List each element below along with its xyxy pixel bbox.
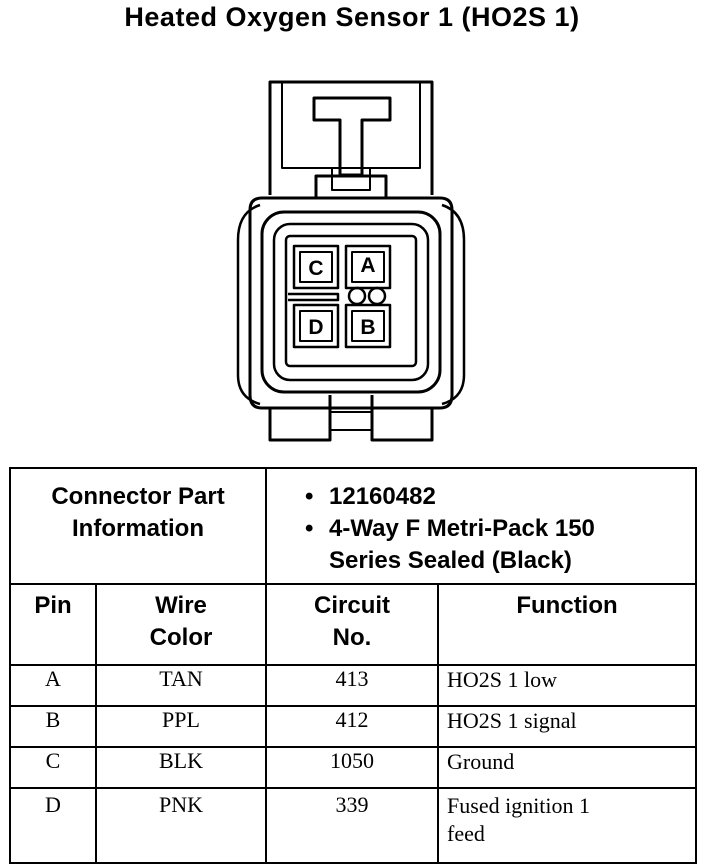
cavity-label-d: D: [308, 316, 323, 339]
function-cell: Fused ignition 1 feed: [437, 787, 698, 864]
circuit-cell: 1050: [265, 746, 440, 789]
circuit-cell: 339: [265, 787, 440, 864]
header-circuit: Circuit No.: [265, 583, 440, 666]
color-cell: BLK: [94, 746, 268, 789]
table-row: D PNK 339 Fused ignition 1 feed: [9, 787, 698, 864]
diagram-title: Heated Oxygen Sensor 1 (HO2S 1): [124, 2, 580, 32]
cavity-b: [344, 303, 392, 349]
alignment-hole-2: [367, 286, 387, 306]
cavity-label-b: B: [360, 316, 375, 339]
latch-housing: [268, 80, 434, 195]
color-cell: PNK: [94, 787, 268, 864]
pin-cell: D: [9, 787, 97, 864]
circuit-cell: 413: [265, 664, 440, 707]
part-info-label: Connector Part Information: [8, 467, 268, 585]
cavity-a: [344, 244, 392, 290]
circuit-cell: 412: [265, 705, 440, 748]
connector-body: [248, 196, 454, 410]
color-cell: PPL: [94, 705, 268, 748]
table-row: B PPL 412 HO2S 1 signal: [9, 705, 698, 748]
pin-cell: B: [9, 705, 97, 748]
alignment-hole-1: [347, 286, 367, 306]
header-wire-color: Wire Color: [94, 583, 268, 666]
function-cell: HO2S 1 low: [437, 664, 698, 707]
function-cell: Ground: [437, 746, 698, 789]
table-row: A TAN 413 HO2S 1 low: [9, 664, 698, 707]
color-cell: TAN: [94, 664, 268, 707]
seal-ring-inner: [272, 222, 430, 382]
column-header-row: Pin Wire Color Circuit No. Function: [9, 583, 698, 666]
function-cell: HO2S 1 signal: [437, 705, 698, 748]
pin-cell: A: [9, 664, 97, 707]
header-function: Function: [437, 583, 698, 666]
connector-table: Connector Part Information 12160482 4-Wa…: [8, 467, 698, 864]
table-row: C BLK 1050 Ground: [9, 746, 698, 789]
cavity-d: [292, 303, 340, 349]
connector-type: 4-Way F Metri-Pack 150: [305, 513, 695, 545]
latch-t: [312, 96, 392, 177]
terminal-face: [284, 234, 418, 368]
pin-cell: C: [9, 746, 97, 789]
part-number: 12160482: [305, 481, 695, 513]
lock-tab: [314, 174, 388, 200]
cavity-label-c: C: [308, 257, 323, 280]
part-info-row: Connector Part Information 12160482 4-Wa…: [8, 467, 698, 585]
connector-series: Series Sealed (Black): [329, 547, 572, 574]
cavity-label-a: A: [360, 254, 375, 277]
connector-drawing: C A D B: [236, 80, 466, 442]
seal-ring-outer: [260, 210, 442, 394]
cavity-c: [292, 244, 340, 290]
header-pin: Pin: [9, 583, 97, 666]
part-info-list: 12160482 4-Way F Metri-Pack 150 Series S…: [265, 467, 698, 585]
